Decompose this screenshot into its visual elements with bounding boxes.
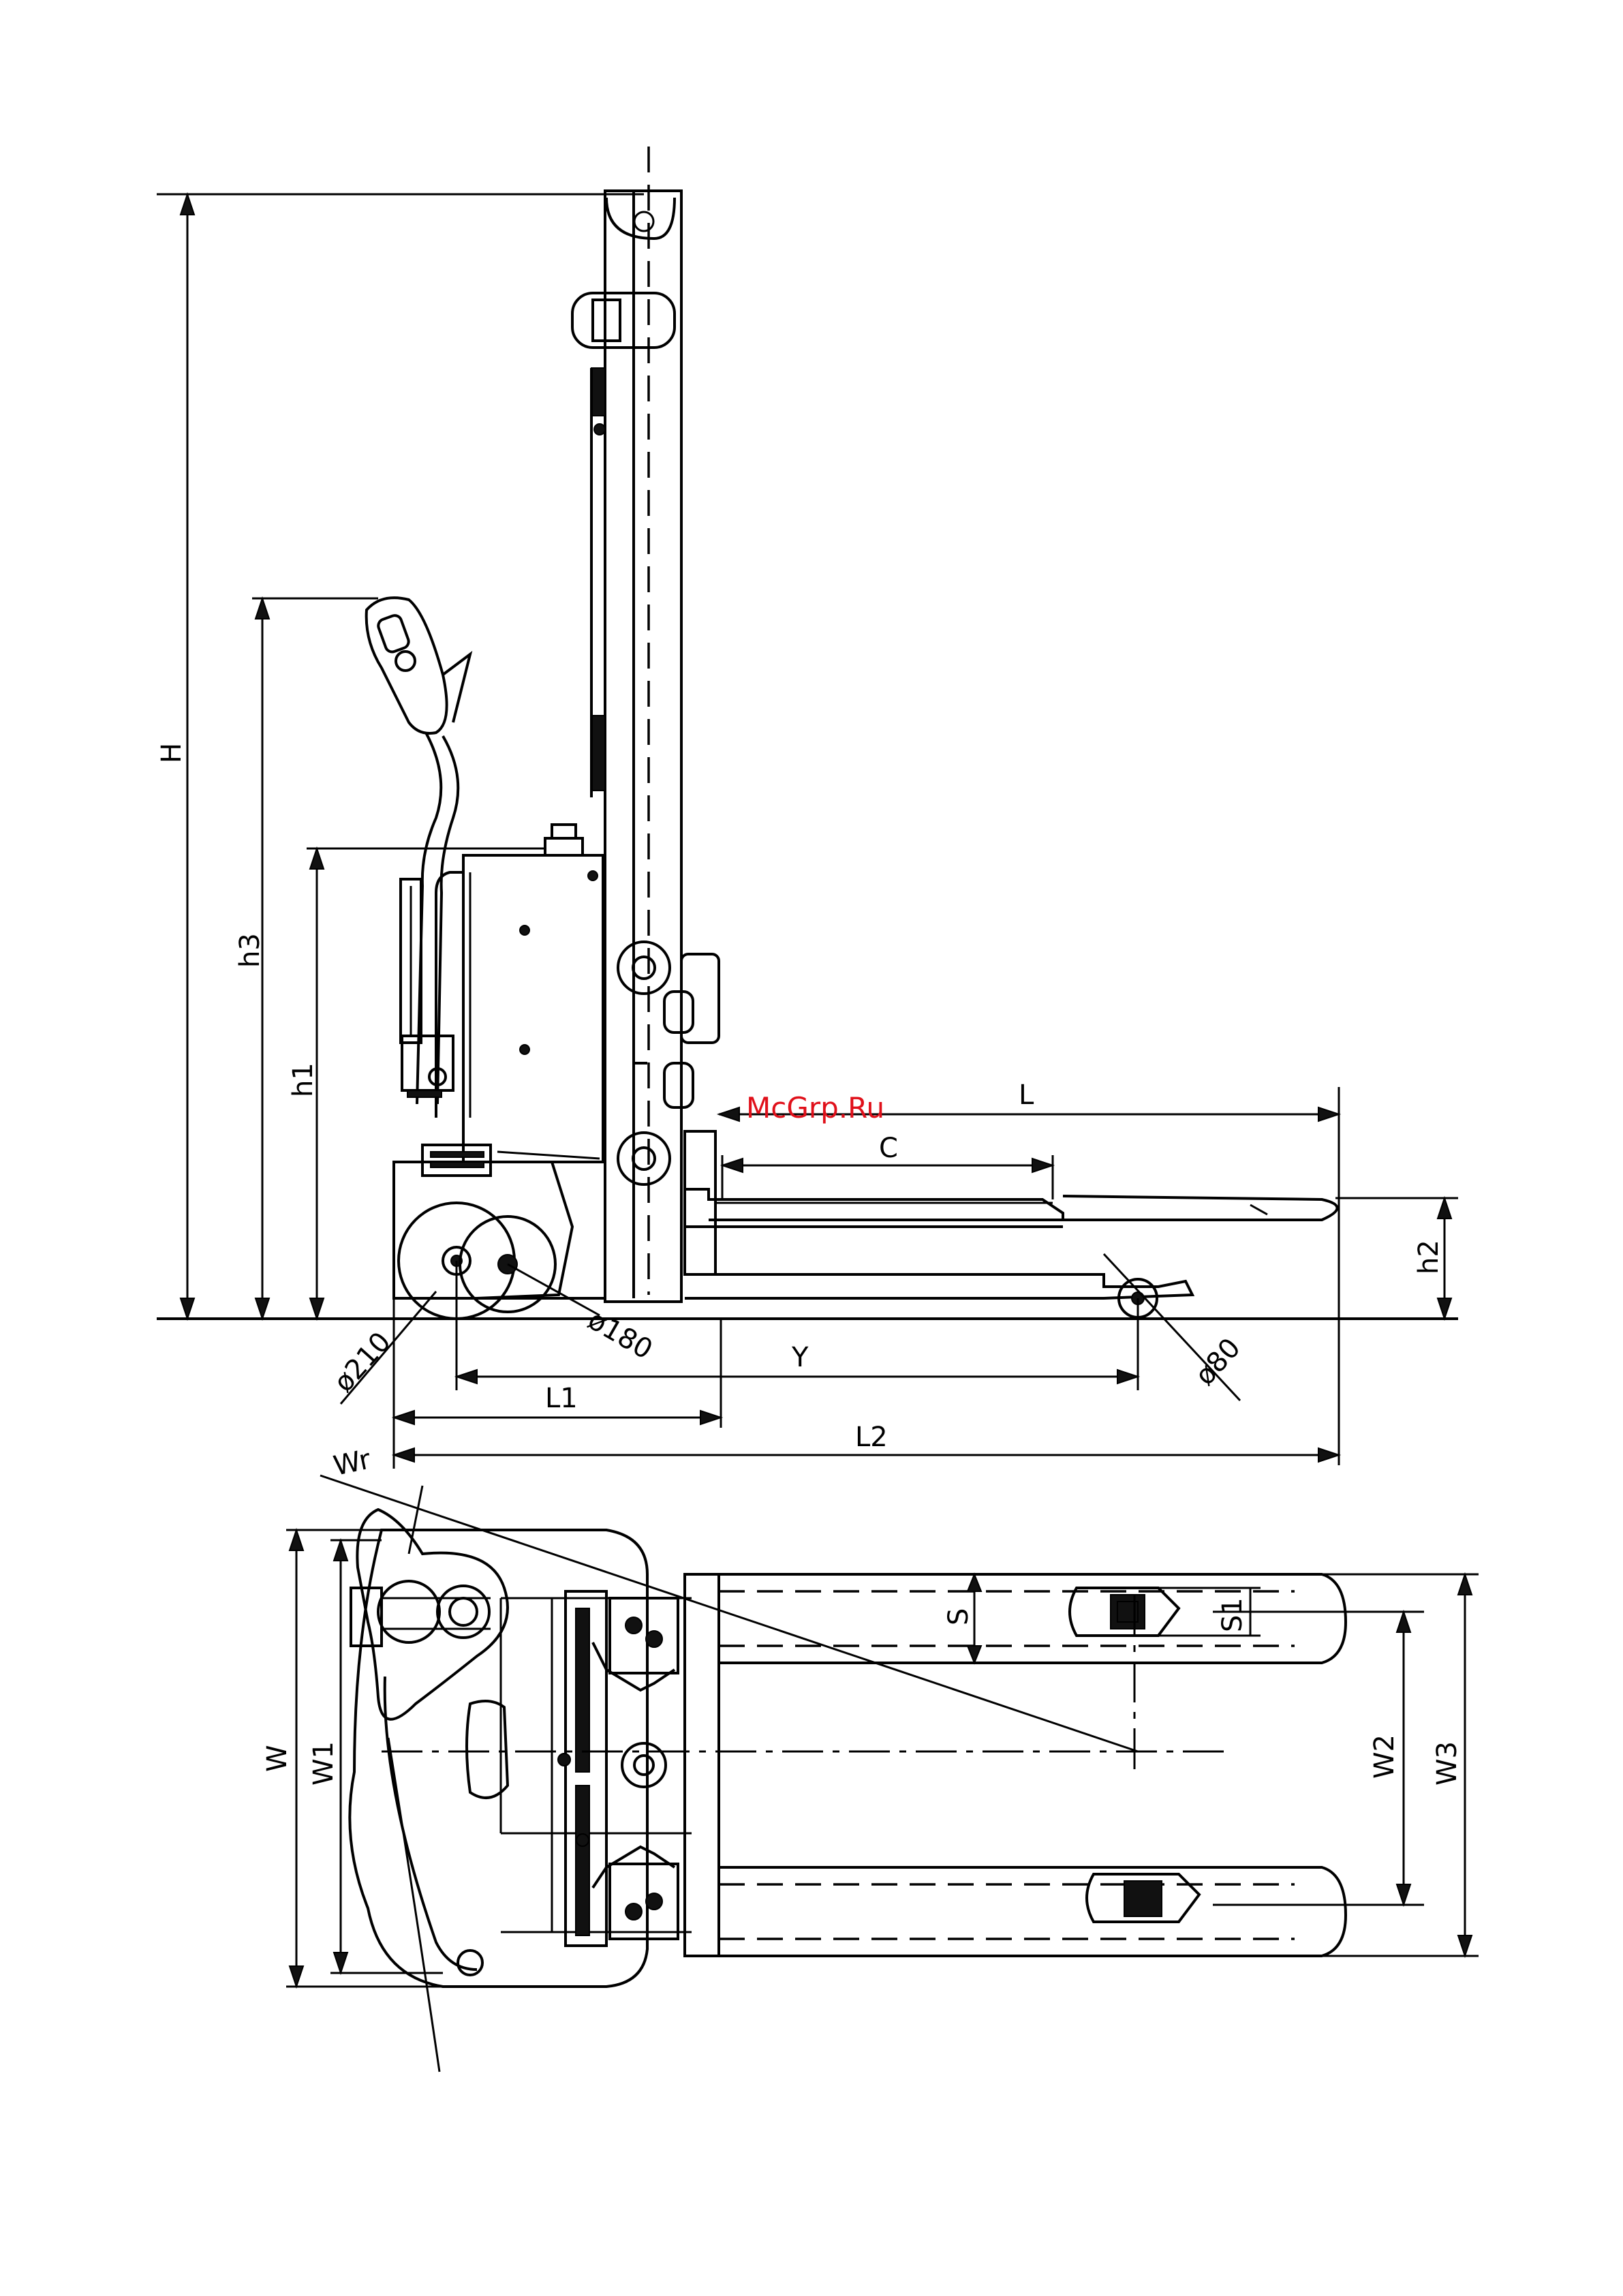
label-Wr: Wr: [331, 1443, 374, 1482]
label-L: L: [1019, 1080, 1034, 1111]
label-h2: h2: [1413, 1240, 1444, 1274]
label-S1: S1: [1217, 1597, 1248, 1632]
length-dimensions-bottom: [341, 1172, 1339, 1469]
label-h1: h1: [288, 1062, 319, 1097]
drive-unit: [558, 1574, 719, 1956]
label-h3: h3: [234, 933, 266, 968]
height-dimensions: [157, 194, 1458, 1319]
label-L1: L1: [545, 1383, 578, 1414]
top-view: Wr W W1 W2 W3 S S1: [262, 1443, 1479, 2072]
label-L2: L2: [855, 1422, 888, 1453]
label-W2: W2: [1369, 1734, 1400, 1779]
chassis: [394, 1145, 605, 1319]
fork-arms: [719, 1574, 1346, 1956]
label-load-wheel: ø80: [1189, 1332, 1247, 1392]
watermark: McGrp.Ru: [746, 1091, 884, 1124]
label-W1: W1: [308, 1741, 339, 1786]
label-C: C: [879, 1133, 898, 1164]
length-dimensions-top: [719, 1087, 1339, 1465]
label-S: S: [943, 1608, 974, 1625]
battery-body: [436, 825, 603, 1162]
label-W: W: [262, 1745, 293, 1772]
tiller-handle: [367, 598, 470, 1104]
label-support-wheel: ø180: [583, 1304, 658, 1366]
label-drive-wheel: ø210: [328, 1326, 397, 1398]
label-W3: W3: [1432, 1741, 1463, 1786]
mast: [572, 147, 681, 1302]
forks: [685, 1189, 1338, 1317]
side-view: H h3 h1 h2 L C Y L1 L2 ø210 ø180 ø80 McG…: [156, 147, 1458, 1469]
label-H: H: [156, 743, 187, 763]
label-Y: Y: [791, 1342, 809, 1373]
turning-radius-line: [320, 1475, 1138, 1751]
